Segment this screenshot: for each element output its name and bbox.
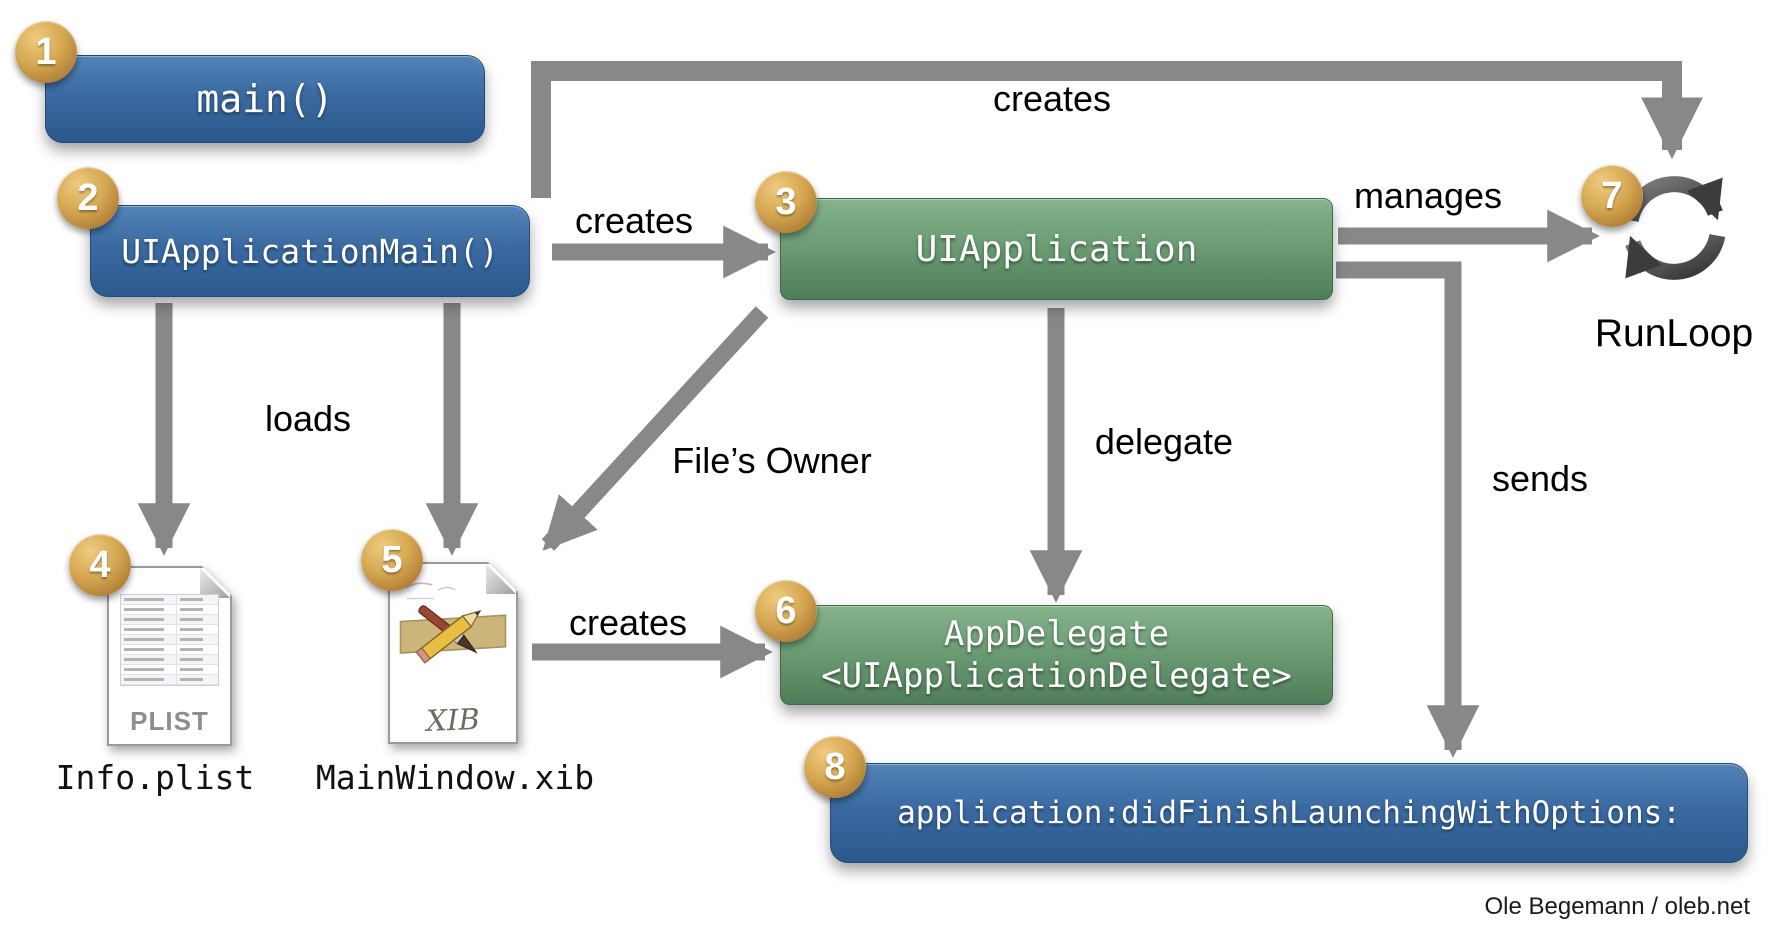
plist-row [121, 645, 218, 655]
plist-row [121, 625, 218, 635]
node-appdelegate: AppDelegate <UIApplicationDelegate> [780, 605, 1333, 705]
node-main-label: main() [196, 77, 334, 121]
plist-doc-word: PLIST [130, 706, 209, 736]
xib-page: XIB [388, 562, 518, 744]
node-didfinishlaunching: application:didFinishLaunchingWithOption… [830, 763, 1748, 863]
node-didfinishlaunching-label: application:didFinishLaunchingWithOption… [897, 795, 1681, 831]
edge-label-creates-runloop: creates [992, 78, 1112, 119]
plist-row [121, 665, 218, 675]
plist-row [121, 635, 218, 645]
arrow-creates-runloop [531, 61, 1703, 198]
credit-text: Ole Begemann / oleb.net [1484, 893, 1750, 920]
step-badge-2: 2 [57, 167, 119, 229]
plist-page: PLIST [107, 566, 232, 746]
step-badge-1: 1 [15, 21, 77, 83]
edge-label-sends: sends [1491, 458, 1589, 499]
step-badge-8: 8 [804, 736, 866, 798]
node-uiapplication-label: UIApplication [915, 228, 1198, 270]
plist-row [121, 655, 218, 665]
arrow-sends [1336, 261, 1480, 758]
plist-row [121, 605, 218, 615]
step-badge-4: 4 [69, 534, 131, 596]
plist-mini-table [120, 594, 219, 686]
arrow-files-owner [541, 306, 769, 551]
step-badge-7: 7 [1581, 165, 1643, 227]
edge-label-creates-uiapplication: creates [574, 200, 694, 241]
xib-sketch-icon [390, 570, 516, 709]
node-main: main() [45, 55, 485, 143]
plist-document-icon: PLIST [107, 566, 232, 746]
caption-info-plist: Info.plist [55, 758, 255, 797]
plist-row [121, 675, 218, 685]
caption-mainwindow-xib: MainWindow.xib [315, 758, 595, 797]
edge-label-loads: loads [264, 398, 352, 439]
edge-label-creates-appdelegate: creates [568, 602, 688, 643]
xib-document-icon: XIB [388, 562, 518, 744]
caption-runloop: RunLoop [1594, 312, 1754, 355]
node-appdelegate-label-line1: AppDelegate [943, 613, 1170, 654]
edge-label-manages: manages [1353, 175, 1503, 216]
step-badge-5: 5 [361, 529, 423, 591]
edge-label-delegate: delegate [1094, 421, 1234, 462]
edge-label-files-owner: File’s Owner [672, 440, 872, 481]
step-badge-3: 3 [755, 171, 817, 233]
plist-row [121, 595, 218, 605]
step-badge-6: 6 [755, 580, 817, 642]
node-uiapplicationmain-label: UIApplicationMain() [121, 231, 499, 271]
node-uiapplication: UIApplication [780, 198, 1333, 300]
node-uiapplicationmain: UIApplicationMain() [90, 205, 530, 297]
node-appdelegate-label-line2: <UIApplicationDelegate> [821, 656, 1292, 696]
xib-doc-word: XIB [425, 702, 481, 738]
plist-row [121, 615, 218, 625]
